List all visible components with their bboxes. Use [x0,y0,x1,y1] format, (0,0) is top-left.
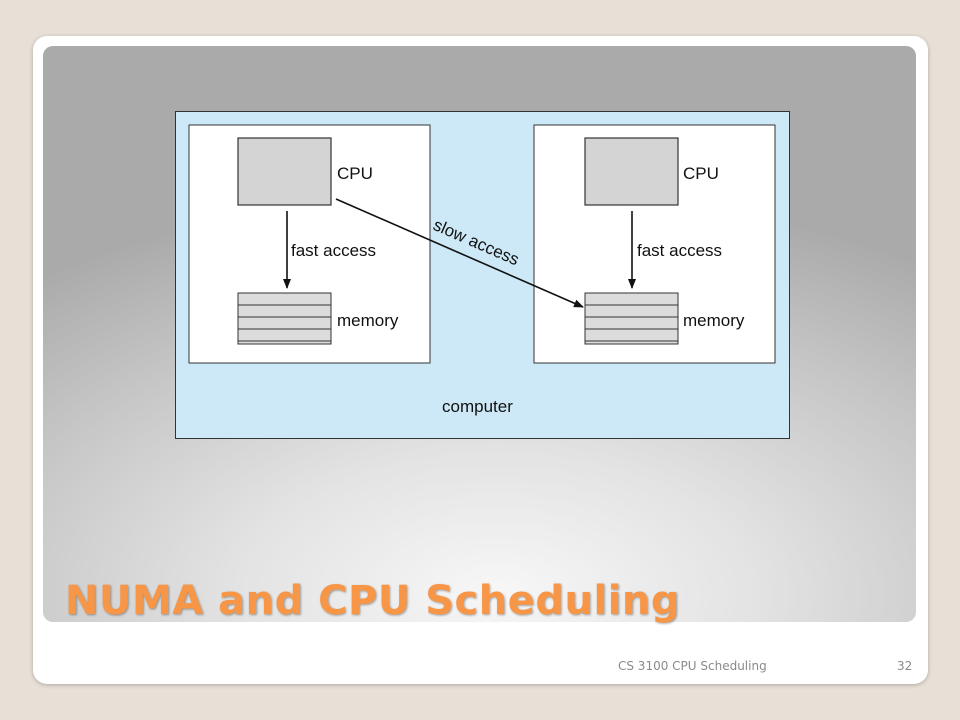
page-number: 32 [897,659,913,673]
cpu-block [237,137,332,206]
cpu-block [584,137,679,206]
cpu-label: CPU [683,164,719,183]
fast-access-label: fast access [637,241,722,260]
memory-block [584,292,679,345]
memory-block [237,292,332,345]
slow-access-arrow [335,198,584,308]
memory-label: memory [337,311,399,330]
cpu-label: CPU [337,164,373,183]
slide-title: NUMA and CPU Scheduling [65,578,681,624]
numa-node-2: CPU fast access memory [533,124,776,364]
slide-footer: CS 3100 CPU Scheduling [618,659,767,673]
fast-access-label: fast access [291,241,376,260]
numa-node-1: CPU fast access memory [188,124,431,364]
computer-label: computer [442,397,513,416]
memory-label: memory [683,311,745,330]
numa-diagram: CPU fast access memory CPU fast access m… [175,111,790,439]
